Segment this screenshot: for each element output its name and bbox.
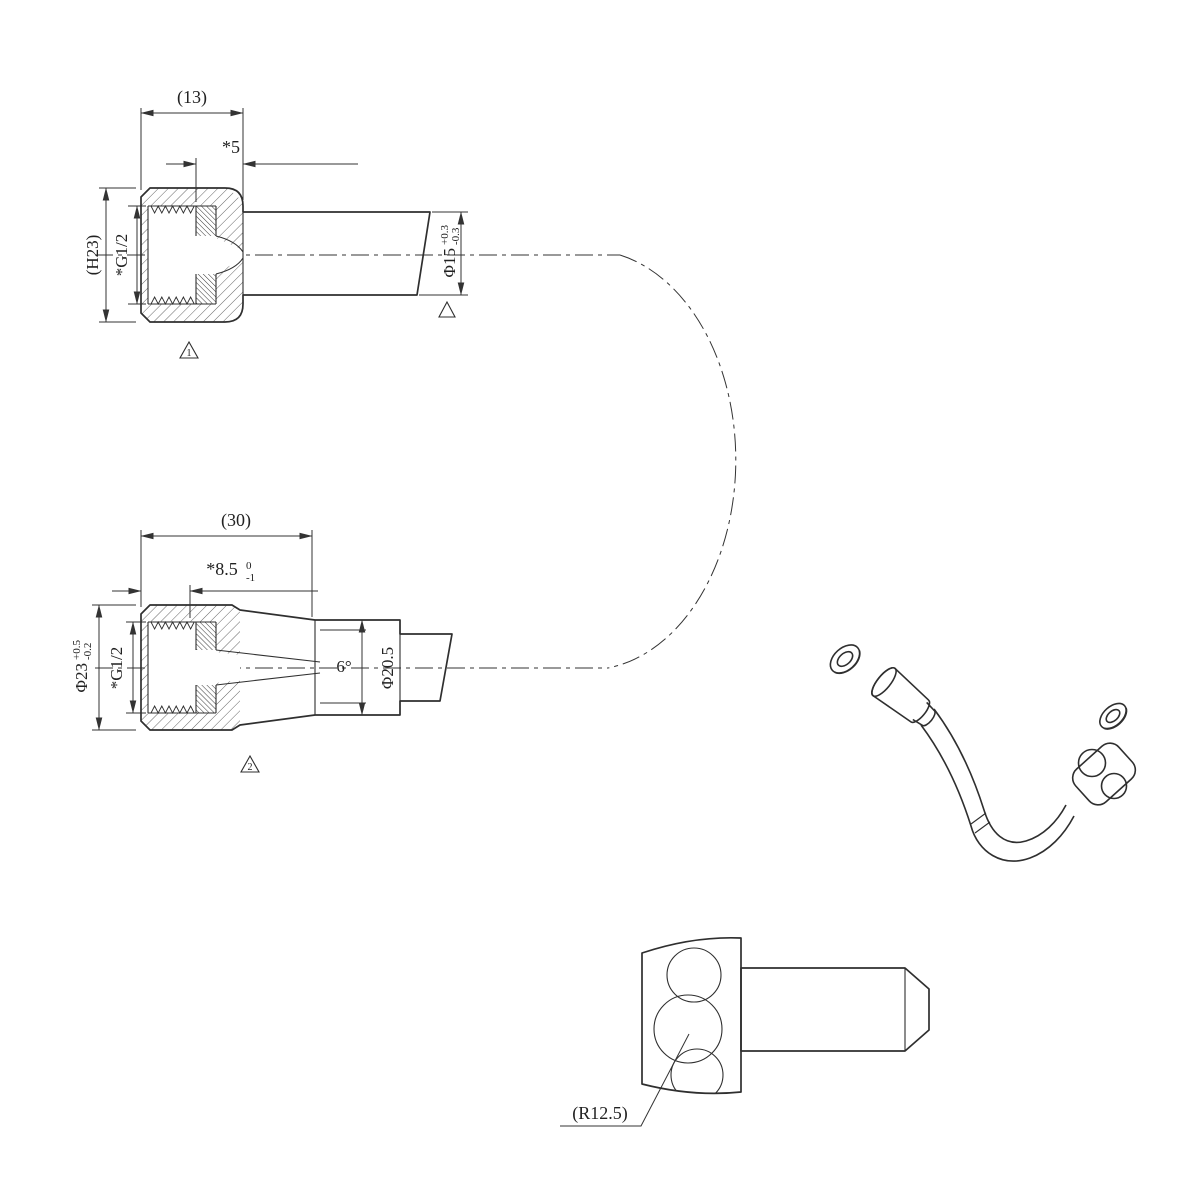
cone-bore-wedge (216, 652, 240, 683)
elbow-hole-bottom (670, 1048, 724, 1094)
top-section-view (140, 187, 431, 323)
middle-section-view (140, 604, 453, 731)
middle-view-dimensions: (30) *8.5 0 -1 Φ23 +0.5 -0.2 *G1/2 6° Φ2… (71, 510, 397, 773)
bore-funnel (216, 238, 243, 272)
finish-triangle-phi15 (438, 300, 456, 318)
cavity-edges (148, 205, 216, 305)
washer-1-thickness (834, 649, 861, 675)
elbow-hole-middle (653, 994, 723, 1064)
elbow-body (641, 936, 742, 1095)
label-phi23: Φ23 (72, 663, 91, 692)
ext-lines-13 (140, 108, 244, 200)
cylinder-junction-lines (314, 620, 401, 715)
label-phi15-tol-upper: +0.3 (439, 225, 451, 245)
cone-gasket-bottom (196, 685, 216, 713)
top-view-dimensions: (13) *5 (H23) *G1/2 Φ15 +0.3 -0.3 1 (83, 87, 468, 359)
label-angle-6: 6° (336, 657, 351, 676)
cone-fitting-outline (140, 604, 453, 731)
finish-flag-1: 1 (187, 348, 192, 359)
radius-leader (560, 1033, 690, 1127)
finish-triangle-2 (240, 754, 260, 773)
finish-triangle-1 (179, 340, 199, 359)
label-85-group: *8.5 0 -1 (206, 559, 255, 584)
washer-1-hole (836, 650, 854, 668)
hose-nut-body (1071, 742, 1137, 806)
hose-isometric-view (829, 644, 1137, 862)
hose-nut (1071, 742, 1137, 806)
hose-edge-outer (920, 724, 1075, 862)
thread-zigzag-bottom (150, 296, 195, 305)
label-dim-5: *5 (222, 137, 240, 157)
centerline-arc (607, 254, 737, 669)
cone-cavity-edges (148, 621, 216, 714)
label-h23: (H23) (83, 235, 102, 276)
thread-zigzag-top (150, 205, 195, 214)
label-dim-85: *8.5 (206, 559, 238, 579)
label-phi205-group: Φ20.5 (378, 647, 397, 689)
gasket-edges (195, 206, 217, 304)
label-phi205: Φ20.5 (378, 647, 397, 689)
label-phi15-tol-lower: -0.3 (450, 227, 462, 245)
washer-2 (1099, 702, 1128, 730)
cone-thread-zigzag-top (150, 621, 195, 630)
funnel-profile (215, 235, 244, 275)
label-g12-mid: *G1/2 (107, 647, 126, 690)
cone-gasket-top (196, 622, 216, 650)
fitting-face (871, 666, 897, 698)
label-radius: (R12.5) (572, 1103, 628, 1124)
cone-thread-zigzag-bottom (150, 705, 195, 714)
washer-2-thickness (1103, 707, 1128, 730)
label-g12-top-group: *G1/2 (112, 234, 131, 277)
elbow-outlet (740, 967, 930, 1052)
label-85-tol-upper: 0 (246, 560, 252, 572)
hose-nut-flat-2 (1100, 772, 1128, 800)
label-phi15: Φ15 (440, 248, 459, 277)
label-85-tol-lower: -1 (246, 572, 255, 584)
label-dim-13: (13) (177, 87, 207, 108)
hose-edge-inner (933, 708, 1067, 844)
hose-ferrule-marks (970, 812, 991, 834)
gasket-bottom (196, 274, 216, 304)
label-phi15-group: Φ15 +0.3 -0.3 (439, 225, 462, 278)
washer-1 (829, 644, 861, 675)
elbow-end-view: (R12.5) (560, 936, 930, 1127)
elbow-holes (653, 947, 724, 1094)
gasket-top (196, 206, 216, 236)
label-g12-top: *G1/2 (112, 234, 131, 277)
label-g12-mid-group: *G1/2 (107, 647, 126, 690)
nut-and-tube-outline (140, 187, 431, 323)
label-phi23-group: Φ23 +0.5 -0.2 (71, 640, 94, 693)
hose-nut-flat-1 (1077, 748, 1107, 778)
cone-gasket-edges (195, 622, 217, 713)
label-h23-group: (H23) (83, 235, 102, 276)
washer-2-hole (1105, 708, 1121, 724)
elbow-hole-top (666, 947, 722, 1003)
internal-taper-lines (215, 649, 321, 686)
label-phi23-tol-lower: -0.2 (82, 643, 94, 660)
finish-flag-2: 2 (248, 762, 253, 773)
label-phi23-tol-upper: +0.5 (71, 640, 83, 660)
hose-fitting (871, 666, 936, 727)
label-dim-30: (30) (221, 510, 251, 531)
angle-ref-lines (320, 629, 366, 704)
